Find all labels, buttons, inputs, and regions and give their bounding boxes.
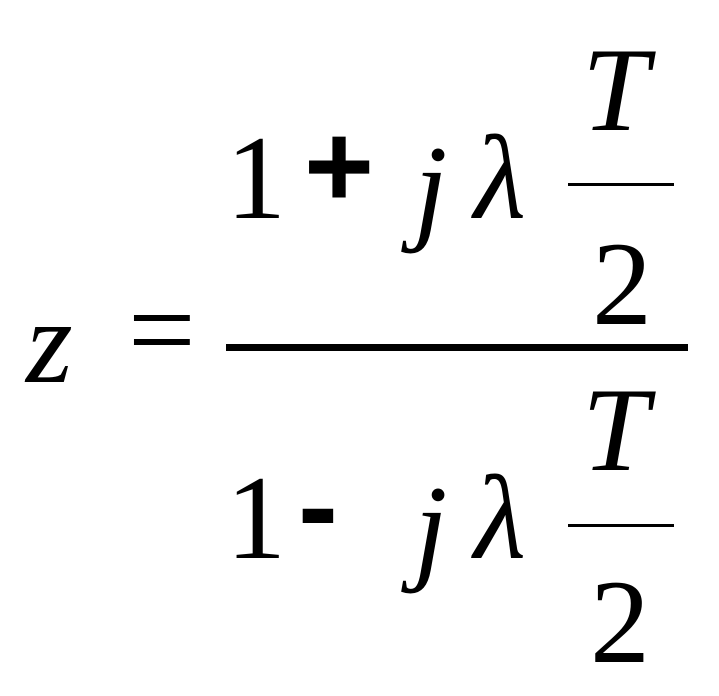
denominator-inner-frac-num: T (582, 363, 649, 496)
numerator-lambda: λ (474, 111, 526, 244)
numerator-one: 1 (226, 111, 286, 244)
main-fraction-bar (226, 344, 688, 351)
denominator-one: 1 (226, 451, 286, 584)
numerator-inner-frac-den: 2 (592, 217, 652, 350)
denominator-minus-sign: - (298, 439, 338, 573)
lhs-variable: z (26, 275, 73, 408)
equals-sign: = (128, 263, 196, 396)
numerator-j: j (414, 121, 448, 254)
numerator-inner-frac-bar (568, 183, 674, 186)
numerator-plus-sign: + (304, 99, 375, 233)
denominator-lambda: λ (474, 451, 526, 584)
numerator-inner-frac-num: T (582, 23, 649, 156)
denominator-j: j (414, 461, 448, 594)
denominator-inner-frac-bar (568, 524, 674, 527)
denominator-inner-frac-den: 2 (590, 555, 650, 688)
